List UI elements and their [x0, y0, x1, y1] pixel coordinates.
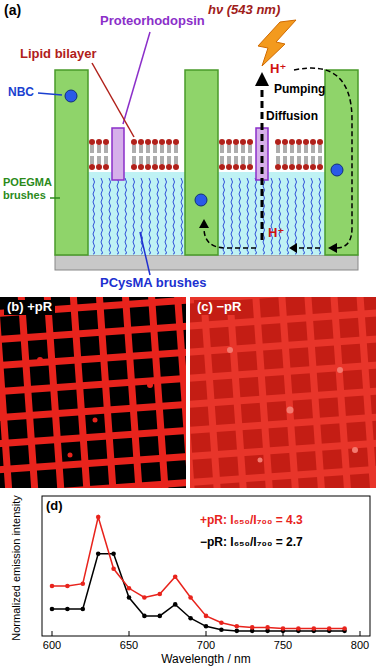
axis-title: Wavelength / nm: [161, 653, 251, 667]
panel-letter: (a): [4, 2, 21, 18]
diffusion-path: [204, 228, 256, 248]
process-label: Diffusion: [266, 110, 318, 124]
ratio-annotation: −pR: I₆₅₀/I₇₀₀ = 2.7: [200, 536, 303, 550]
process-label: Pumping: [274, 83, 325, 97]
tick-label: 650: [120, 639, 138, 652]
panel-letter: (d): [46, 499, 63, 514]
poegma-pillar: [55, 70, 88, 255]
part-label: Proteorhodopsin: [100, 14, 205, 29]
arrow-head: [255, 72, 269, 86]
nbc-dye: [65, 90, 77, 102]
tick-label: 800: [351, 639, 369, 652]
ion-label: H⁺: [270, 62, 286, 77]
part-label: NBC: [8, 86, 34, 100]
panel-letter: (b) +pR: [4, 300, 55, 315]
poegma-pillar: [325, 70, 358, 255]
leader-line: [140, 232, 150, 275]
pumping-arrow: [261, 84, 264, 240]
leader-line: [123, 32, 150, 124]
tick-label: 600: [43, 639, 61, 652]
diffusion-path: [296, 247, 320, 249]
arrow-head: [328, 243, 337, 253]
plot-frame: [42, 496, 370, 636]
nbc-dye: [331, 164, 343, 176]
fluorescence-image: [0, 297, 186, 488]
arrow-head: [199, 219, 209, 228]
axis-title: Normalized emission intensity: [10, 495, 23, 641]
panel-letter: (c) −pR: [194, 300, 244, 315]
leader-line: [50, 197, 60, 199]
tick-label: 700: [197, 639, 215, 652]
substrate: [55, 255, 358, 270]
poegma-pillar: [185, 70, 218, 255]
fluorescence-image: [190, 297, 376, 488]
part-label: Lipid bilayer: [20, 47, 97, 62]
pcysma-region: [218, 172, 325, 255]
light-label: hν (543 nm): [208, 3, 280, 18]
part-label: PCysMA brushes: [100, 276, 206, 291]
tick-label: 750: [274, 639, 292, 652]
light-bolt: [258, 20, 296, 66]
nbc-dye: [195, 194, 207, 206]
proteorhodopsin: [112, 128, 124, 180]
leader-line: [92, 63, 134, 137]
ion-label: H⁺: [268, 226, 284, 241]
pcysma-region: [88, 172, 185, 255]
part-label: POEGMA brushes: [3, 176, 51, 201]
arrow-head: [289, 243, 297, 253]
emission-spectra: [50, 515, 347, 633]
leader-line: [38, 93, 62, 95]
ratio-annotation: +pR: I₆₅₀/I₇₀₀ = 4.3: [200, 514, 303, 528]
